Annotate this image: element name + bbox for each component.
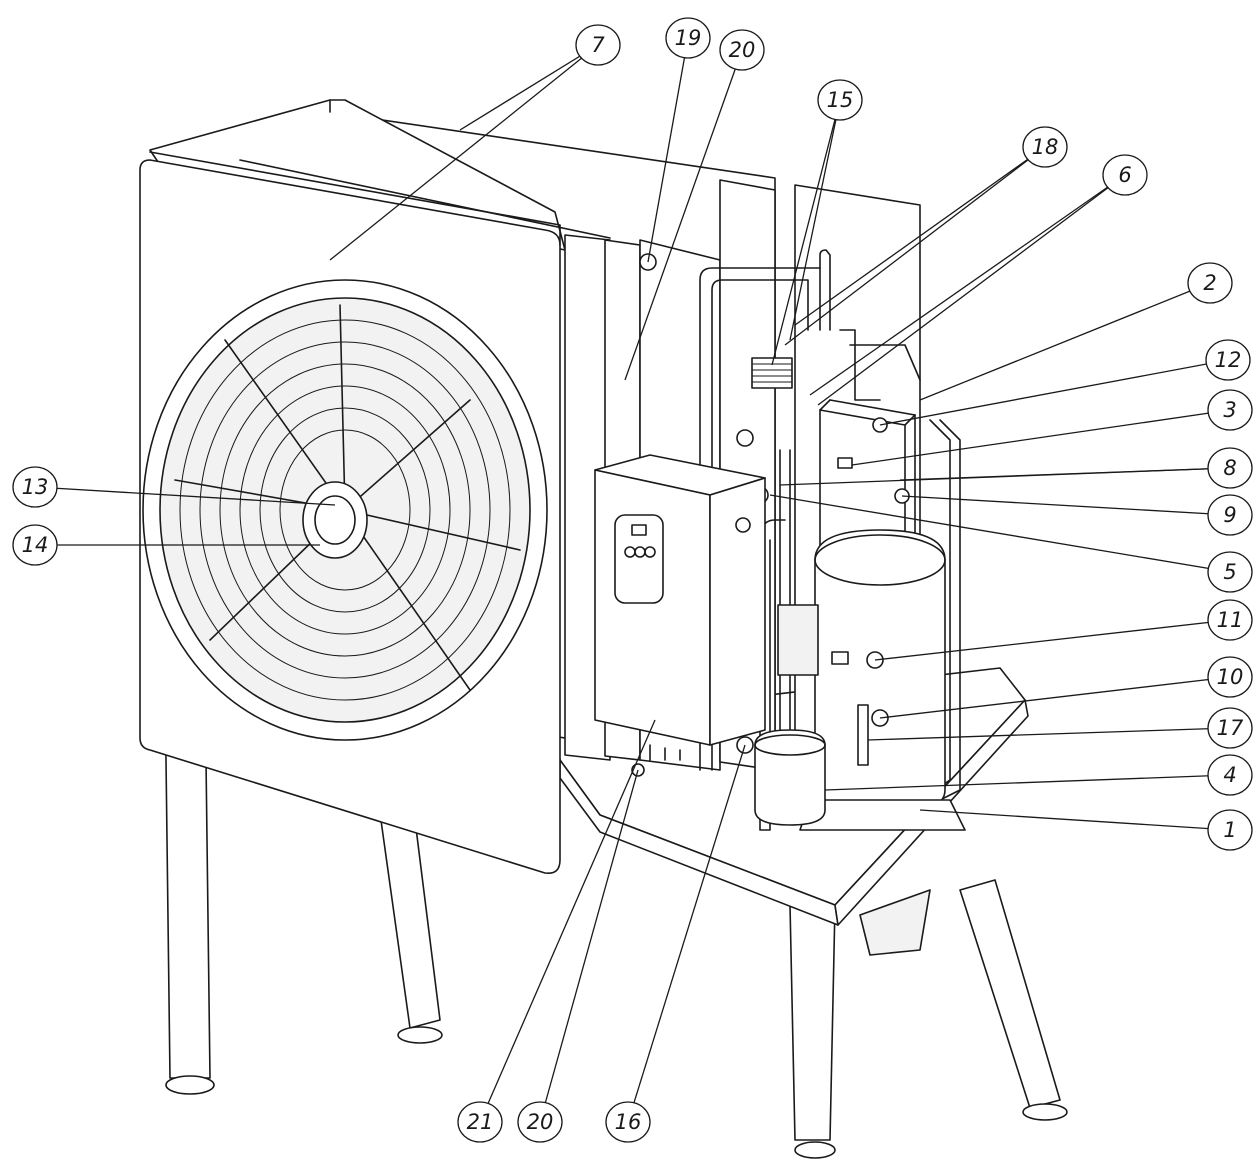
callout-9: 9 [901,494,1253,536]
callout-number: 4 [1223,763,1236,787]
callout-20: 20 [517,769,639,1143]
callout-number: 10 [1217,665,1244,689]
callout-5: 5 [769,494,1253,593]
callout-leader [779,467,1231,486]
callout-12: 12 [879,339,1251,426]
callout-leader [789,99,841,341]
callout-bubble [575,24,621,66]
callout-number: 16 [615,1110,642,1134]
accumulator [754,729,826,826]
callout-bubble [1102,154,1148,196]
callout-number: 18 [1032,135,1059,159]
callout-17: 17 [867,707,1253,749]
callouts: 7 19 20 15 18 6 2 12 3 8 9 5 11 10 17 4 1 13 14 21 20 16 [12,17,1253,1143]
callout-number: 20 [729,38,756,62]
callout-bubble [1207,809,1253,851]
callout-3: 3 [851,389,1253,466]
callout-leader [329,44,599,261]
callout-number: 9 [1223,503,1236,527]
callout-leader [824,774,1231,791]
callout-leader [769,494,1231,573]
callout-bubble [1207,447,1253,489]
callout-1: 1 [919,809,1253,851]
callout-bubble [1207,707,1253,749]
callout-leader [901,495,1231,516]
callout-19: 19 [647,17,711,263]
callout-2: 2 [919,262,1233,401]
callout-leader [809,174,1126,396]
callout-bubble [1207,656,1253,698]
callout-4: 4 [824,754,1253,796]
callout-number: 17 [1217,716,1244,740]
callout-8: 8 [779,447,1253,489]
callout-bubble [517,1101,563,1143]
callout-leader [794,146,1046,326]
callout-13: 13 [12,466,336,508]
callout-16: 16 [605,744,746,1143]
callout-leader [851,409,1231,466]
callout-leader [459,44,599,131]
callout-bubble [817,79,863,121]
callout-leader [919,282,1211,401]
callout-14: 14 [12,524,320,566]
callout-leader [817,174,1126,406]
callout-leader [919,809,1231,831]
callout-leader [539,769,639,1123]
callout-7: 7 [329,24,621,261]
callout-20: 20 [624,29,765,381]
callout-number: 2 [1203,271,1216,295]
callout-bubble [1207,599,1253,641]
callout-number: 1 [1223,818,1236,842]
callout-number: 15 [827,88,854,112]
control-box [594,454,766,761]
callout-leader [771,99,841,366]
callout-leader [879,359,1229,426]
callout-11: 11 [874,599,1253,661]
callout-leader [867,727,1231,741]
callout-6: 6 [809,154,1148,406]
callout-number: 19 [675,26,702,50]
callout-10: 10 [879,656,1253,719]
expansion-valve [751,357,819,676]
callout-leader [479,719,656,1123]
compressor [799,529,966,831]
callout-bubble [1207,754,1253,796]
callout-bubble [1022,126,1068,168]
callout-bubble [719,29,765,71]
callout-number: 11 [1217,608,1244,632]
callout-15: 15 [771,79,863,366]
callout-number: 12 [1215,348,1242,372]
callout-number: 21 [467,1110,494,1134]
callout-bubble [1205,339,1251,381]
callout-bubble [12,466,58,508]
callout-leader [627,744,746,1123]
callout-bubble [1207,551,1253,593]
callout-leader [784,146,1046,346]
callout-bubble [457,1101,503,1143]
callout-21: 21 [457,719,656,1143]
callout-number: 7 [591,33,605,57]
callout-leader [874,619,1231,661]
callout-leader [647,37,689,263]
callout-leader [879,676,1231,719]
callout-number: 8 [1223,456,1236,480]
front-fan-panel [139,151,561,875]
callout-18: 18 [784,126,1068,346]
callout-number: 3 [1223,398,1236,422]
callout-bubble [1207,494,1253,536]
callout-bubble [605,1101,651,1143]
callout-bubble [1187,262,1233,304]
callout-number: 13 [22,475,49,499]
callout-bubble [665,17,711,59]
callout-leader [624,49,743,381]
callout-number: 20 [527,1110,554,1134]
callout-bubble [1207,389,1253,431]
callout-leader [34,486,336,506]
callout-number: 5 [1223,560,1236,584]
callout-number: 14 [22,533,49,557]
callout-bubble [12,524,58,566]
callout-number: 6 [1118,163,1131,187]
